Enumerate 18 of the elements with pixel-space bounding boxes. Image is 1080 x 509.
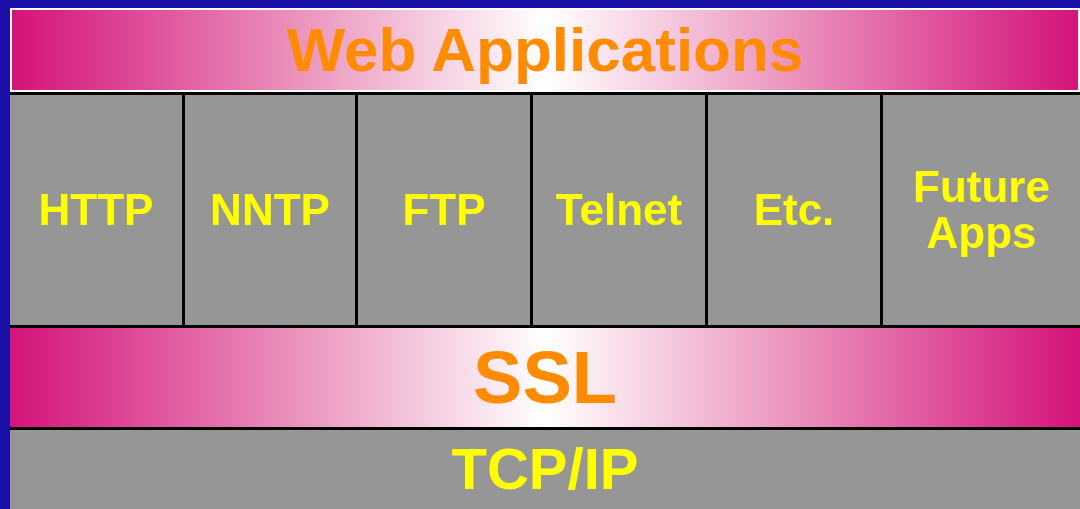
- layer-band: [10, 8, 1080, 92]
- protocol-label: HTTP: [38, 186, 154, 234]
- layer-band: [10, 430, 1080, 509]
- protocol-label: Future Apps: [912, 163, 1051, 257]
- layer-band: [10, 328, 1080, 427]
- protocol-cell: [185, 95, 355, 325]
- protocol-cell: [708, 95, 880, 325]
- protocol-label: Telnet: [555, 186, 683, 234]
- protocol-cell: [358, 95, 530, 325]
- protocol-cell: [10, 95, 182, 325]
- layer-label: Web Applications: [286, 17, 804, 83]
- protocol-label: FTP: [402, 186, 486, 234]
- protocol-cell: [533, 95, 705, 325]
- protocol-label: NNTP: [210, 186, 330, 234]
- layer-label: SSL: [473, 338, 617, 417]
- protocol-cell: [883, 95, 1080, 325]
- layer-label: TCP/IP: [451, 439, 639, 500]
- protocol-label: Etc.: [753, 186, 835, 234]
